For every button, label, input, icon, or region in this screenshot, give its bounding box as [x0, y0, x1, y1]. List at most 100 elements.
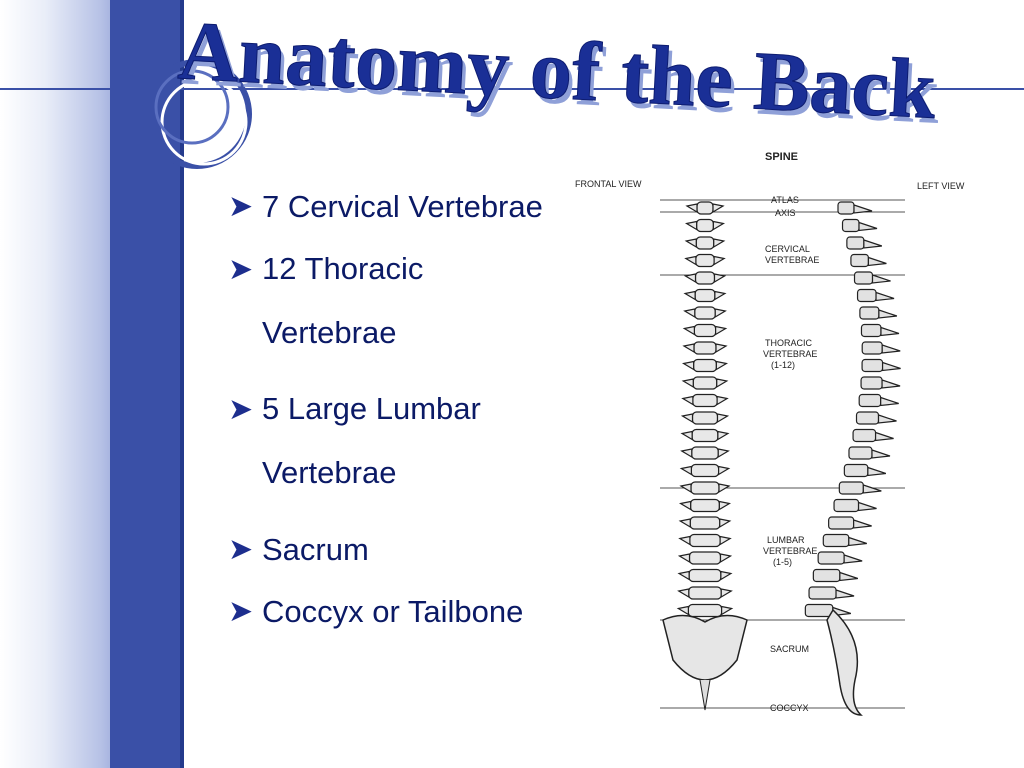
vertebra-front	[692, 393, 718, 408]
vertebra-front	[696, 218, 714, 233]
vertebra-side	[860, 376, 883, 390]
arrow-bullet-icon: ➤	[228, 392, 254, 426]
vertebra-side	[859, 306, 880, 320]
vertebra-front	[690, 463, 720, 478]
vertebra-side	[808, 586, 837, 600]
vertebra-process	[676, 605, 734, 616]
page-title-text: Anatomy of the Back	[176, 10, 938, 130]
vertebra-side	[861, 341, 883, 355]
arrow-bullet-icon: ➤	[228, 252, 254, 286]
vertebra-front	[695, 236, 715, 250]
spinous-process	[881, 361, 901, 372]
vertebra-front	[688, 551, 722, 565]
spinous-process	[839, 571, 859, 582]
spinous-process	[843, 554, 863, 564]
list-item: ➤ 12 Thoracic Vertebrae	[228, 251, 558, 365]
vertebra-side	[848, 446, 873, 460]
vertebra-front	[691, 446, 719, 460]
vertebra-process	[683, 308, 727, 319]
spinous-process	[871, 449, 891, 459]
vertebra-side	[804, 603, 834, 618]
spinous-process	[848, 536, 867, 547]
vertebra-front	[688, 568, 722, 583]
list-item: ➤ 5 Large Lumbar Vertebrae	[228, 391, 558, 505]
vertebra-process	[681, 378, 729, 389]
vertebra-process	[684, 255, 726, 266]
spinous-process	[867, 256, 887, 267]
vertebra-process	[681, 395, 729, 406]
spinous-process	[875, 291, 895, 302]
vertebra-process	[682, 325, 728, 336]
bullet-list: ➤ 7 Cervical Vertebrae ➤ 12 Thoracic Ver…	[228, 190, 558, 658]
list-item: ➤ Sacrum	[228, 531, 558, 568]
header-rule	[0, 88, 1024, 90]
vertebra-process	[682, 343, 728, 354]
vertebra-side	[860, 323, 882, 338]
vertebra-side	[850, 253, 870, 268]
vertebra-side	[812, 568, 841, 583]
spinous-process	[871, 274, 891, 284]
vertebra-process	[683, 273, 727, 284]
bullet-text: 5 Large Lumbar Vertebrae	[262, 390, 481, 490]
spinous-process	[853, 204, 873, 214]
spinous-process	[881, 344, 901, 354]
coccyx-label: COCCYX	[770, 703, 809, 713]
thoracic-label-3: (1-12)	[771, 360, 796, 370]
sacrum-label: SACRUM	[770, 644, 810, 654]
vertebra-side	[828, 516, 855, 530]
spinous-process	[880, 396, 899, 407]
vertebra-front	[690, 481, 720, 495]
vertebra-process	[685, 203, 725, 214]
thoracic-label: THORACIC	[765, 338, 812, 348]
spine-heading: SPINE	[765, 151, 799, 163]
vertebra-side	[838, 481, 864, 495]
vertebra-side	[852, 428, 877, 443]
vertebra-process	[678, 518, 732, 529]
vertebra-process	[677, 570, 733, 581]
vertebra-process	[678, 535, 732, 546]
vertebra-front	[694, 271, 716, 285]
frontal-view-label: FRONTAL VIEW	[575, 179, 642, 189]
vertebra-front	[688, 586, 722, 600]
vertebra-side	[855, 411, 880, 425]
spinous-process	[858, 221, 878, 232]
lumbar-label-3: (1-5)	[773, 557, 793, 567]
spinous-process	[880, 326, 900, 337]
vertebra-process	[680, 448, 730, 459]
vertebra-process	[678, 500, 732, 511]
spinous-process	[835, 589, 855, 599]
sidebar-edge	[180, 0, 184, 768]
cervical-label: CERVICAL	[765, 244, 810, 254]
vertebra-process	[683, 290, 727, 301]
bullet-text: Sacrum	[262, 531, 369, 567]
atlas-label: ATLAS	[771, 195, 799, 205]
spinous-process	[853, 519, 872, 529]
arrow-bullet-icon: ➤	[228, 532, 254, 566]
vertebra-side	[858, 393, 882, 408]
spinous-process	[863, 239, 883, 249]
spinous-process	[877, 414, 897, 424]
vertebra-process	[684, 220, 726, 231]
vertebra-front	[691, 428, 719, 443]
vertebra-front	[693, 341, 717, 355]
vertebra-process	[677, 553, 733, 564]
vertebra-process	[680, 413, 730, 424]
vertebra-side	[833, 498, 860, 513]
vertebra-process	[680, 430, 730, 441]
vertebra-side	[822, 533, 850, 548]
vertebra-process	[679, 465, 731, 476]
bullet-text: 7 Cervical Vertebrae	[262, 190, 543, 224]
spinous-process	[881, 379, 901, 389]
spinous-process	[867, 466, 887, 477]
bullet-text: 12 Thoracic Vertebrae	[262, 250, 424, 350]
spine-illustration: SPINE FRONTAL VIEW LEFT VIEW ATLAS AXIS …	[565, 140, 995, 740]
vertebra-process	[679, 483, 731, 494]
vertebra-side	[843, 463, 869, 478]
list-item: ➤ 7 Cervical Vertebrae	[228, 190, 558, 225]
vertebra-process	[677, 588, 733, 599]
vertebra-front	[689, 533, 721, 548]
decorative-rings	[142, 59, 252, 169]
cervical-label-2: VERTEBRAE	[765, 255, 820, 265]
spinous-process	[862, 484, 882, 494]
vertebra-front	[689, 516, 721, 530]
